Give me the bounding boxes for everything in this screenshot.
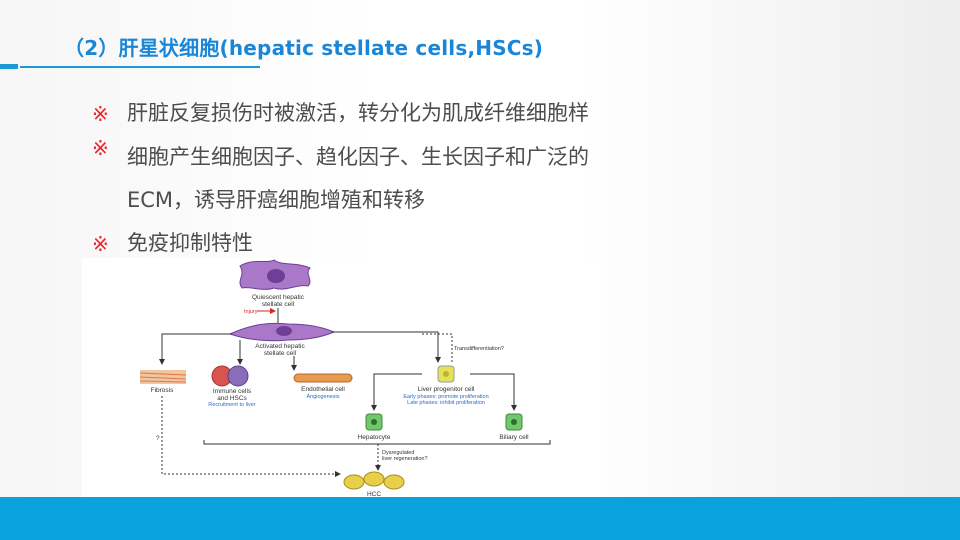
biliary-cell-icon: [505, 413, 523, 431]
dysregulated-label: Dysregulated: [382, 450, 414, 456]
hsc-diagram: Quiescent hepatic stellate cell Injury A…: [139, 259, 551, 498]
bullet-mark: ※: [92, 136, 109, 160]
immune-cells-icon: [211, 365, 249, 387]
injury-label: Injury: [244, 309, 258, 315]
slide-title: （2）肝星状细胞(hepatic stellate cells,HSCs): [64, 36, 544, 60]
bullet-text: 肝脏反复损伤时被激活，转分化为肌成纤维细胞样: [127, 101, 589, 125]
liver-progenitor-icon: [437, 365, 455, 383]
activated-label-2: stellate cell: [264, 350, 297, 357]
early-phase-label: Early phases: promote proliferation: [403, 394, 488, 400]
transdifferentiation-label: Transdifferentiation?: [454, 346, 504, 352]
fibrosis-icon: [139, 370, 187, 384]
quiescent-label-2: stellate cell: [262, 301, 295, 308]
title-underline: [20, 66, 260, 68]
endothelial-label: Endothelial cell: [301, 386, 345, 393]
footer-bar: [0, 497, 960, 540]
quiescent-label: Quiescent hepatic: [252, 294, 305, 301]
hepatocyte-icon: [365, 413, 383, 431]
late-phase-label: Late phases: inhibit proliferation: [407, 400, 485, 406]
question-label: ?: [156, 435, 160, 442]
bullet-text: 免疫抑制特性: [127, 231, 253, 255]
quiescent-hsc-icon: [239, 259, 311, 290]
immune-label-2: and HSCs: [217, 395, 247, 402]
progenitor-label: Liver progenitor cell: [418, 386, 475, 393]
angiogenesis-label: Angiogenesis: [306, 394, 339, 400]
endothelial-cell-icon: [293, 373, 353, 383]
title-accent-bar: [0, 64, 18, 69]
bullet-mark: ※: [92, 232, 109, 256]
recruitment-label: Recruitment to liver: [208, 402, 256, 408]
fibrosis-label: Fibrosis: [151, 387, 175, 394]
hcc-icon: [343, 471, 405, 490]
bullet-text-continued: ECM，诱导肝癌细胞增殖和转移: [127, 188, 426, 212]
immune-label: Immune cells: [213, 388, 252, 395]
activated-label: Activated hepatic: [255, 343, 305, 350]
bullet-text: 细胞产生细胞因子、趋化因子、生长因子和广泛的: [127, 145, 589, 169]
hepatocyte-label: Hepatocyte: [358, 434, 391, 441]
hcc-label: HCC: [367, 491, 381, 498]
activated-hsc-icon: [228, 322, 336, 342]
regeneration-label: liver regeneration?: [382, 456, 428, 462]
hsc-diagram-figure: Quiescent hepatic stellate cell Injury A…: [82, 258, 602, 498]
biliary-label: Biliary cell: [499, 434, 529, 441]
bullet-mark: ※: [92, 102, 109, 126]
